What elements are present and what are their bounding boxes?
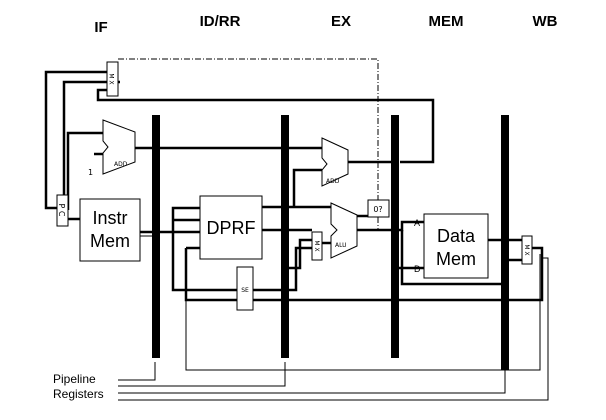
instr-mem-label-line1: Instr	[92, 208, 127, 228]
if-adder: ADD	[102, 119, 136, 175]
pipeline-register-id-ex	[281, 115, 289, 358]
dprf-label: DPRF	[207, 218, 256, 238]
data-mem-label-line1: Data	[437, 226, 476, 246]
legend-registers: Registers	[53, 387, 104, 401]
sign-extend-label: SE	[241, 287, 249, 294]
ex-adder-label: ADD	[326, 178, 340, 185]
zero-test-label: 0?	[373, 205, 382, 214]
stage-wb-label: WB	[533, 13, 558, 30]
constant-one: 1	[88, 168, 93, 177]
wb-mux-label: M X	[523, 244, 530, 255]
sign-extend-unit: SE	[236, 266, 254, 311]
if-adder-label: ADD	[114, 161, 128, 168]
ex-mux-label: M X	[313, 240, 320, 251]
alu: ALU	[330, 202, 358, 259]
pipeline-register-ex-mem	[391, 115, 399, 358]
data-mem-label-line2: Mem	[436, 249, 476, 269]
if-mux-label: M X	[108, 73, 115, 84]
register-file: DPRF	[199, 195, 263, 260]
if-mux: M X	[106, 61, 119, 97]
stage-mem-label: MEM	[429, 13, 464, 30]
pipeline-register-if-id	[152, 115, 160, 358]
data-mem-data-port: D	[414, 264, 421, 274]
data-mem-address-port: A	[414, 218, 420, 228]
ex-mux: M X	[311, 231, 323, 261]
legend-pipeline: Pipeline	[53, 372, 96, 386]
thick-wires	[44, 70, 544, 302]
pc-register: P C	[56, 194, 69, 227]
ex-adder: ADD	[321, 137, 349, 187]
data-memory: Data Mem	[423, 213, 489, 279]
stage-id-rr-label: ID/RR	[200, 13, 241, 30]
alu-label: ALU	[335, 242, 347, 249]
pc-label: P C	[57, 204, 66, 217]
stage-ex-label: EX	[331, 13, 351, 30]
stage-if-label: IF	[94, 19, 107, 36]
pipeline-register-mem-wb	[501, 115, 509, 370]
branch-control-line	[118, 58, 379, 230]
instr-mem-label-line2: Mem	[90, 231, 130, 251]
instruction-memory: Instr Mem	[79, 198, 141, 262]
zero-test-box: 0?	[367, 199, 390, 218]
wb-mux: M X	[521, 235, 533, 265]
